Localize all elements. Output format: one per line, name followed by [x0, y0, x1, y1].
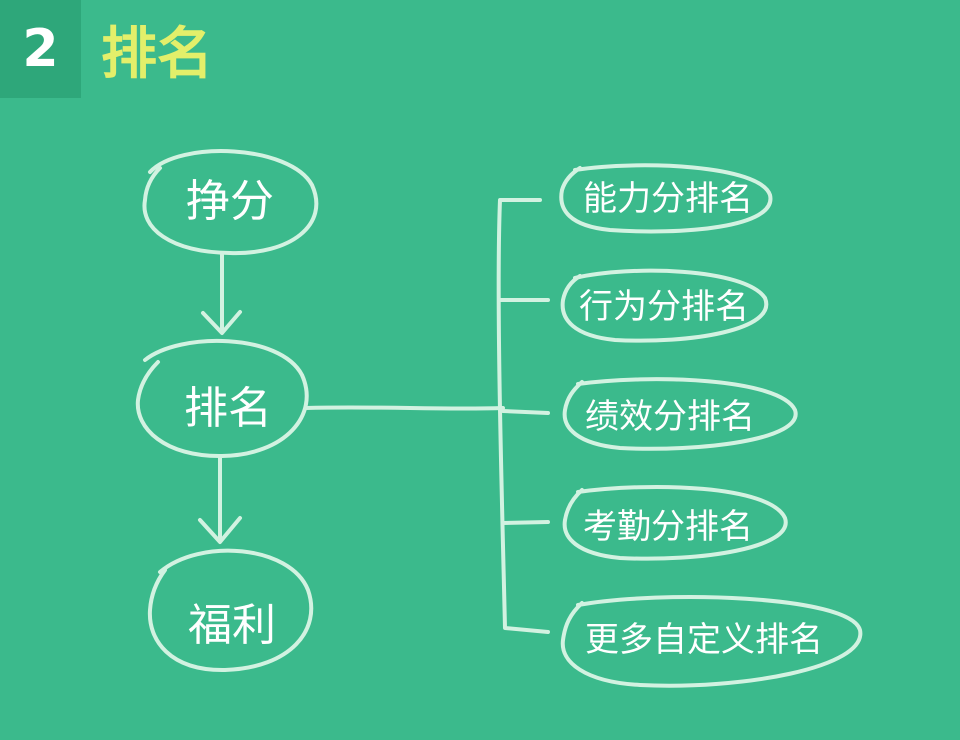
flow-node-ranking: 排名	[135, 338, 309, 459]
ranking-bracket	[496, 198, 550, 634]
ranking-item-attendance: 考勤分排名	[562, 484, 788, 561]
ranking-item-performance-label: 绩效分排名	[585, 397, 755, 437]
flow-node-earn-points-outline	[142, 149, 319, 256]
flow-node-welfare-outline	[147, 548, 314, 673]
flow-node-welfare: 福利	[147, 548, 314, 673]
ranking-item-ability: 能力分排名	[559, 163, 773, 234]
flow-node-ranking-outline	[135, 338, 309, 459]
bracket-connector	[304, 405, 505, 411]
ranking-item-behavior: 行为分排名	[560, 268, 769, 343]
flow-node-ranking-label: 排名	[184, 383, 272, 434]
ranking-item-behavior-label: 行为分排名	[579, 287, 749, 327]
flow-node-welfare-label: 福利	[188, 600, 276, 651]
ranking-item-custom-label: 更多自定义排名	[585, 620, 823, 660]
ranking-item-custom: 更多自定义排名	[560, 595, 863, 688]
flow-arrow-2	[198, 455, 242, 544]
ranking-item-attendance-label: 考勤分排名	[583, 507, 753, 547]
ranking-item-performance: 绩效分排名	[562, 377, 798, 451]
section-header: 2 排名	[0, 0, 213, 98]
flow-arrow-1	[201, 253, 242, 335]
flow-node-earn-points-label: 挣分	[186, 176, 274, 227]
flow-node-earn-points: 挣分	[142, 149, 319, 256]
ranking-item-ability-label: 能力分排名	[583, 179, 753, 219]
section-number-badge: 2	[0, 0, 81, 98]
section-title: 排名	[101, 21, 213, 87]
